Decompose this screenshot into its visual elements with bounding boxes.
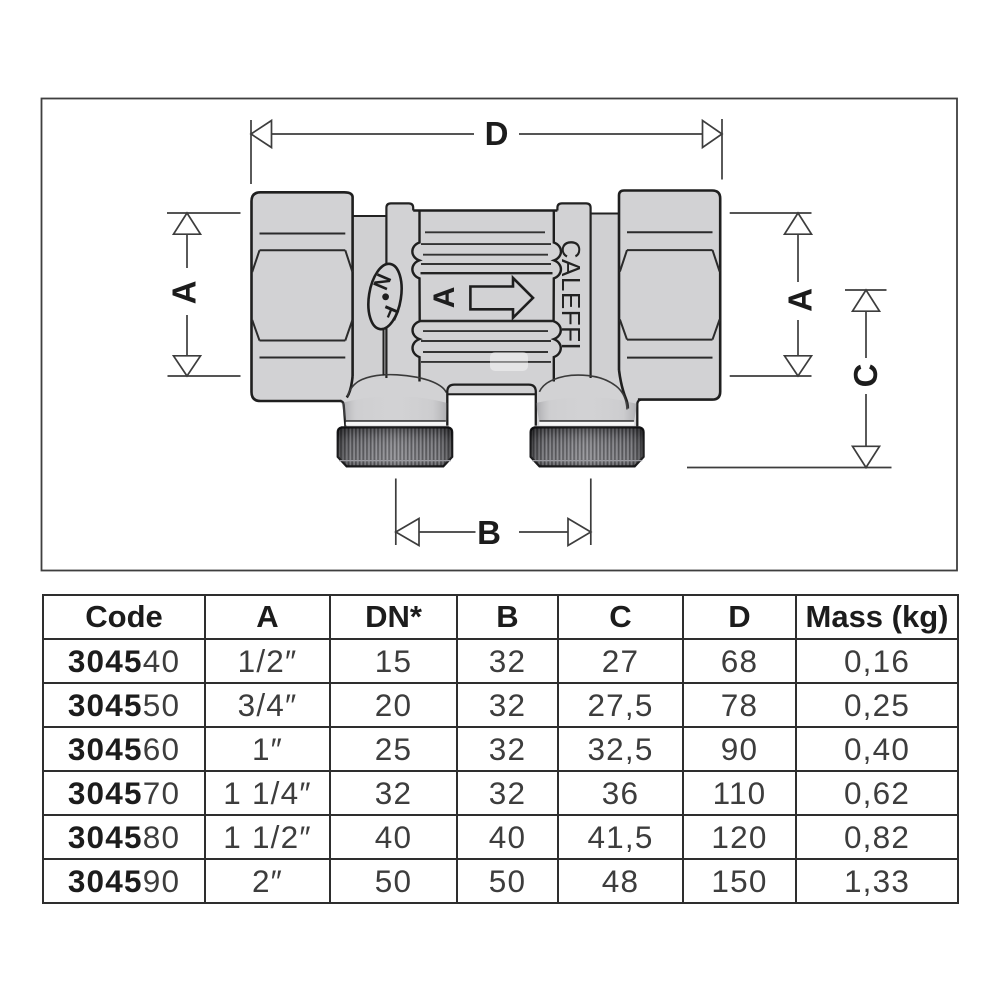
svg-text:CALEFFI: CALEFFI bbox=[556, 240, 586, 350]
svg-text:A: A bbox=[166, 281, 203, 305]
svg-text:A: A bbox=[428, 287, 461, 309]
svg-text:C: C bbox=[847, 364, 884, 388]
svg-text:D: D bbox=[485, 115, 509, 152]
svg-text:A: A bbox=[782, 288, 819, 312]
svg-text:B: B bbox=[477, 514, 501, 551]
